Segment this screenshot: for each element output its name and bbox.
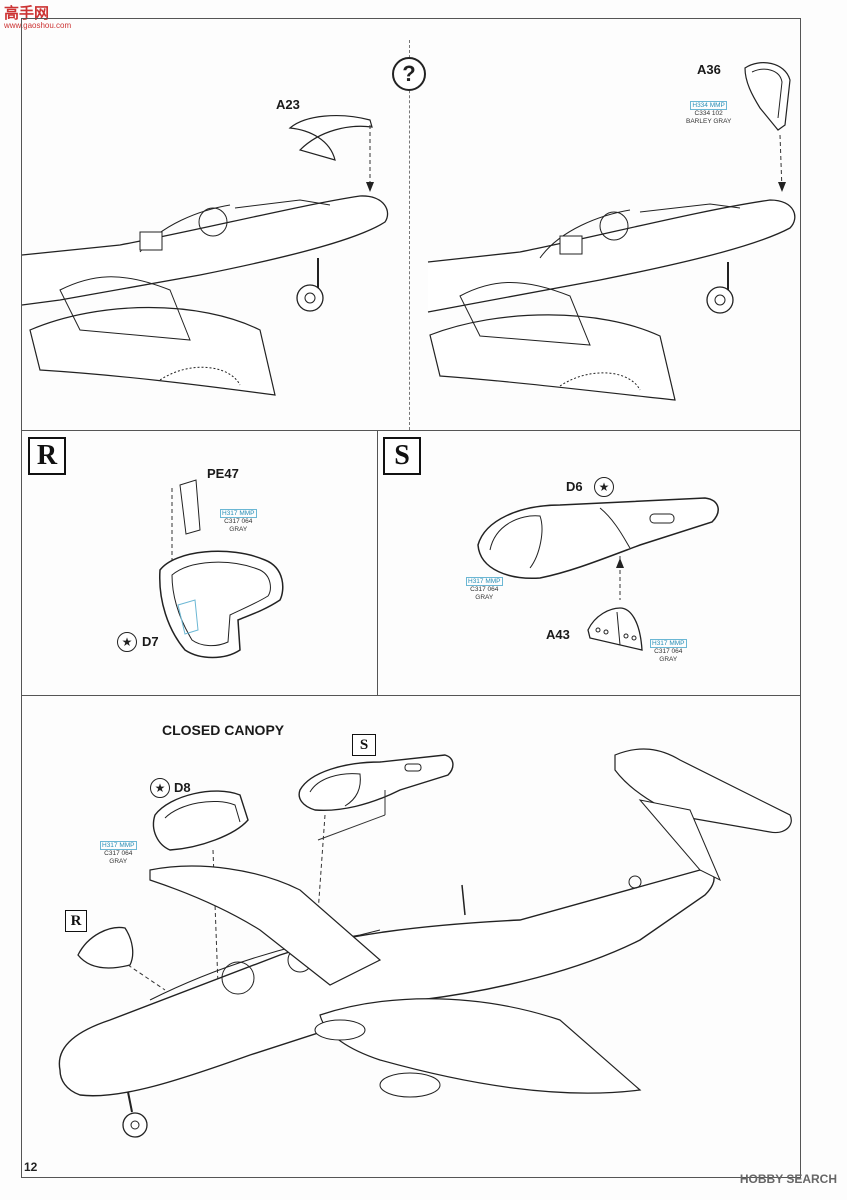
- section-s-badge: S: [383, 437, 421, 475]
- question-badge: ?: [392, 57, 426, 91]
- part-label-d7: D7: [142, 634, 159, 649]
- page-frame: [21, 18, 801, 1178]
- ref-s-badge: S: [352, 734, 376, 756]
- page-number: 12: [24, 1160, 38, 1174]
- section-divider: [21, 695, 801, 696]
- section-divider: [21, 430, 801, 431]
- paint-callout-a43: H317 MMP C317 064 GRAY: [650, 639, 687, 663]
- paint-callout-d8: H317 MMP C317 064 GRAY: [100, 841, 137, 865]
- part-label-a36: A36: [697, 62, 721, 77]
- star-in-circle-icon: ★: [594, 477, 614, 497]
- step-divider-dashed: [409, 40, 410, 430]
- star-in-circle-icon: ★: [117, 632, 137, 652]
- site-watermark: 高手网 www.gaoshou.com: [4, 5, 72, 30]
- part-label-d8: D8: [174, 780, 191, 795]
- closed-canopy-title: CLOSED CANOPY: [162, 722, 285, 738]
- part-label-d6: D6: [566, 479, 583, 494]
- paint-callout-pe47: H317 MMP C317 064 GRAY: [220, 509, 257, 533]
- part-label-a43: A43: [546, 627, 570, 642]
- part-label-a23: A23: [276, 97, 300, 112]
- part-label-pe47: PE47: [207, 466, 239, 481]
- paint-callout-a36: H334 MMP C334 102 BARLEY GRAY: [686, 101, 732, 125]
- source-watermark: HOBBY SEARCH: [739, 1172, 837, 1186]
- star-in-circle-icon: ★: [150, 778, 170, 798]
- section-divider-vertical: [377, 430, 378, 695]
- section-r-badge: R: [28, 437, 66, 475]
- ref-r-badge: R: [65, 910, 87, 932]
- paint-callout-d6: H317 MMP C317 064 GRAY: [466, 577, 503, 601]
